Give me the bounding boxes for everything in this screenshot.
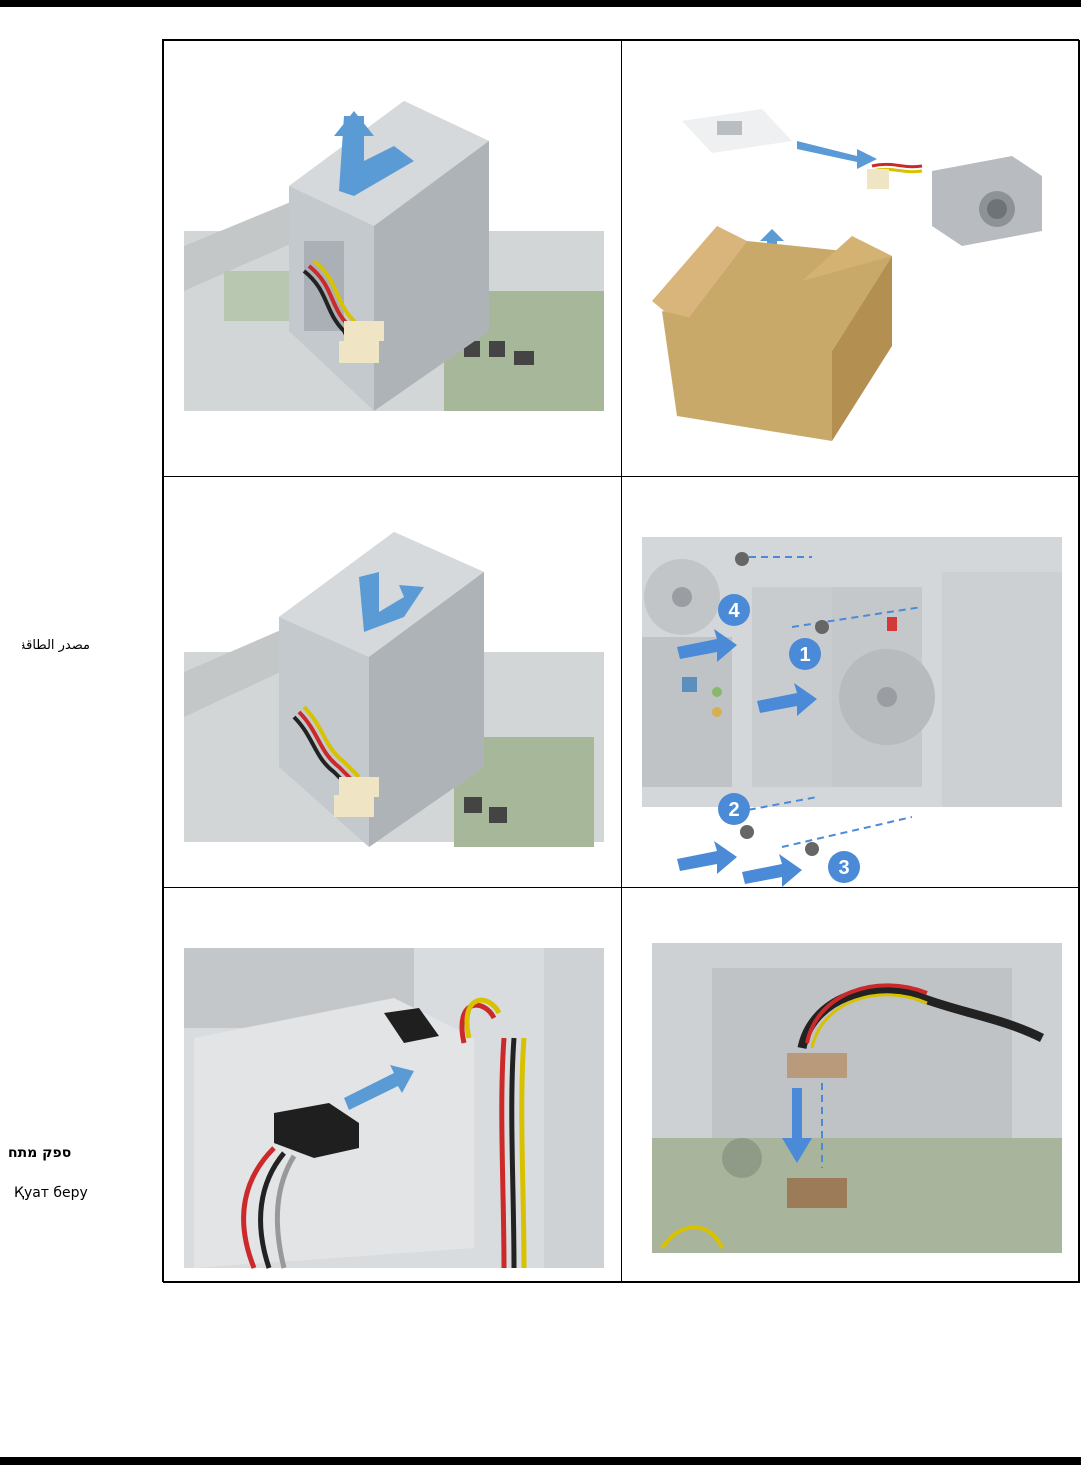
panel-connect-motherboard-power [621, 887, 1080, 1283]
panel-slide-psu-in [163, 476, 622, 888]
top-rule [0, 0, 1081, 7]
svg-text:3: 3 [838, 857, 849, 879]
psu-installation-illustration [164, 477, 621, 887]
panel-unpack-new-psu [621, 40, 1080, 477]
svg-text:1: 1 [799, 644, 810, 666]
svg-text:4: 4 [728, 600, 740, 622]
motherboard-connector-illustration [622, 888, 1079, 1282]
label-hebrew: ספק מתח [8, 1145, 81, 1161]
svg-text:2: 2 [728, 799, 739, 821]
label-kazakh: Қуат беру [14, 1185, 88, 1201]
callout-3: 3 [828, 851, 860, 883]
panel-lift-psu-out [163, 40, 622, 477]
callout-1: 1 [789, 638, 821, 670]
bottom-rule [0, 1457, 1081, 1465]
figure-grid: 4 1 2 3 [162, 39, 1079, 1282]
panel-connect-sata-power [163, 887, 622, 1283]
callout-4: 4 [718, 594, 750, 626]
label-arabic: مصدر الطاقة [22, 638, 90, 653]
panel-install-screws: 4 1 2 3 [621, 476, 1080, 888]
psu-removal-illustration [164, 41, 621, 476]
callout-2: 2 [718, 793, 750, 825]
box-unpacking-illustration [622, 41, 1079, 476]
sata-power-illustration [164, 888, 621, 1282]
rear-screws-illustration: 4 1 2 3 [622, 477, 1079, 887]
